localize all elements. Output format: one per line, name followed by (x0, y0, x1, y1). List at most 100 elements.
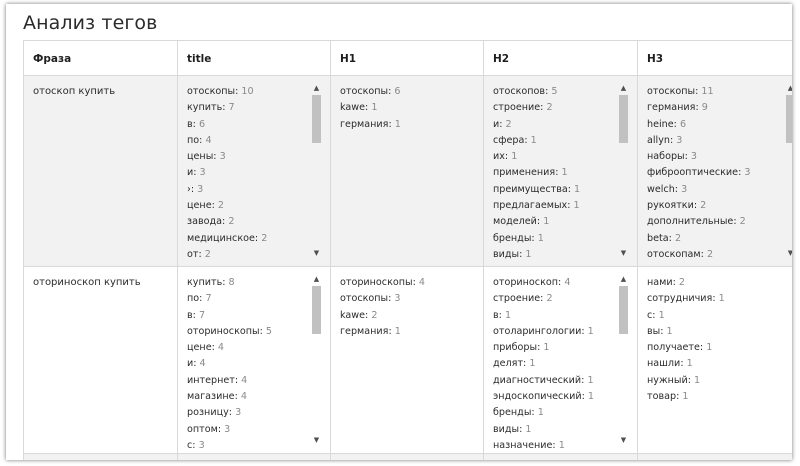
tag-count: 1 (587, 374, 594, 386)
tag-count: 1 (718, 293, 725, 305)
tag-word: по (187, 134, 200, 146)
tag-count: 2 (371, 309, 378, 321)
tag-word: купить (187, 102, 223, 114)
tag-count: 1 (511, 151, 518, 163)
tag-word: нами (647, 277, 673, 288)
scrollbar-thumb[interactable] (619, 95, 628, 143)
tag-count: 4 (240, 391, 247, 403)
tag-count: 2 (217, 200, 225, 212)
tag-item: наборы: 3 (647, 151, 698, 163)
tag-item: бренды: 1 (493, 232, 544, 244)
tag-word: отоскопов (493, 86, 546, 97)
tag-item: строение: 2 (493, 293, 553, 305)
tag-item: и: 4 (187, 358, 206, 370)
tag-count: 1 (394, 118, 401, 130)
scrollbar-thumb[interactable] (312, 95, 321, 143)
tag-word: купить (187, 277, 223, 288)
tag-word: виды (493, 248, 520, 260)
tag-word: оптом (187, 423, 218, 435)
tag-count: 4 (217, 342, 225, 354)
tag-count: 11 (701, 86, 714, 97)
tag-count: 2 (700, 200, 707, 212)
tag-word: отоскопы (187, 86, 236, 97)
scroll-up-arrow-icon[interactable]: ▲ (313, 84, 320, 92)
header-cell-h2: H2 (484, 41, 638, 75)
tag-count: 3 (197, 183, 204, 195)
scrollbar[interactable]: ▲▼ (618, 275, 629, 445)
tag-count: 1 (658, 309, 665, 321)
tag-item: по: 4 (187, 134, 212, 146)
tag-count: 6 (198, 118, 206, 130)
tag-word: нужный (647, 374, 688, 386)
tag-item: товар: 1 (647, 391, 689, 403)
tag-word: kawe (340, 102, 366, 114)
tag-word: welch (647, 183, 675, 195)
tag-item: ›: 3 (187, 183, 204, 195)
scroll-down-arrow-icon[interactable]: ▼ (313, 249, 320, 257)
tag-item: welch: 3 (647, 183, 688, 195)
tag-item: нами: 2 (647, 277, 686, 288)
scroll-down-arrow-icon[interactable]: ▼ (787, 249, 792, 257)
scroll-down-arrow-icon[interactable]: ▼ (620, 436, 627, 444)
tag-count: 1 (666, 325, 673, 337)
tag-item: предлагаемых: 1 (493, 200, 580, 212)
tag-item: отоскопов: 5 (493, 86, 558, 97)
tag-count: 1 (587, 325, 594, 337)
scrollbar[interactable]: ▲▼ (311, 275, 322, 445)
scrollbar[interactable]: ▲▼ (785, 84, 792, 258)
tag-word: цены (187, 151, 214, 163)
tag-word: наборы (647, 151, 685, 163)
tag-item: отоскопам: 2 (647, 248, 714, 260)
tag-count: 3 (224, 423, 231, 435)
tag-item: вы: 1 (647, 325, 673, 337)
tag-count: 7 (228, 102, 235, 114)
tag-count: 1 (394, 325, 401, 337)
tag-item: фиброоптические: 3 (647, 167, 751, 179)
table-row-partial (24, 454, 792, 460)
scroll-up-arrow-icon[interactable]: ▲ (620, 275, 627, 283)
scroll-down-arrow-icon[interactable]: ▼ (620, 249, 627, 257)
scroll-up-arrow-icon[interactable]: ▲ (313, 275, 320, 283)
tag-word: в (493, 309, 499, 321)
table-header-row: Фраза title H1 H2 H3 (24, 41, 792, 76)
scrollbar[interactable]: ▲▼ (618, 84, 629, 258)
tag-count: 6 (679, 118, 687, 130)
tag-count: 4 (241, 374, 248, 386)
tag-word: германия (647, 102, 696, 114)
scrollbar[interactable]: ▲▼ (311, 84, 322, 258)
scroll-up-arrow-icon[interactable]: ▲ (787, 84, 792, 92)
tag-item: бренды: 1 (493, 407, 544, 419)
tag-count: 8 (228, 277, 235, 288)
tag-item: от: 2 (187, 248, 211, 260)
tag-count: 1 (686, 358, 693, 370)
scrollbar-thumb[interactable] (786, 95, 792, 143)
tag-word: сотрудничия (647, 293, 713, 305)
scroll-up-arrow-icon[interactable]: ▲ (620, 84, 627, 92)
tag-count: 1 (530, 134, 537, 146)
tag-word: в (187, 309, 193, 321)
tag-count: 3 (676, 134, 683, 146)
phrase-text: оториноскоп купить (33, 277, 141, 288)
tag-item: назначение: 1 (493, 439, 565, 451)
phrase-cell: отоскоп купить (24, 76, 178, 266)
scrollbar-thumb[interactable] (619, 286, 628, 334)
scroll-down-arrow-icon[interactable]: ▼ (313, 436, 320, 444)
scrollbar-thumb[interactable] (312, 286, 321, 334)
table-cell (638, 454, 792, 460)
tag-count: 2 (505, 118, 512, 130)
tag-count: 4 (199, 358, 206, 370)
header-cell-h3: H3 (638, 41, 792, 75)
tag-analysis-panel: Анализ тегов Фраза title H1 H2 H3 отоско… (6, 4, 792, 460)
tag-word: эндоскопический (493, 391, 582, 403)
